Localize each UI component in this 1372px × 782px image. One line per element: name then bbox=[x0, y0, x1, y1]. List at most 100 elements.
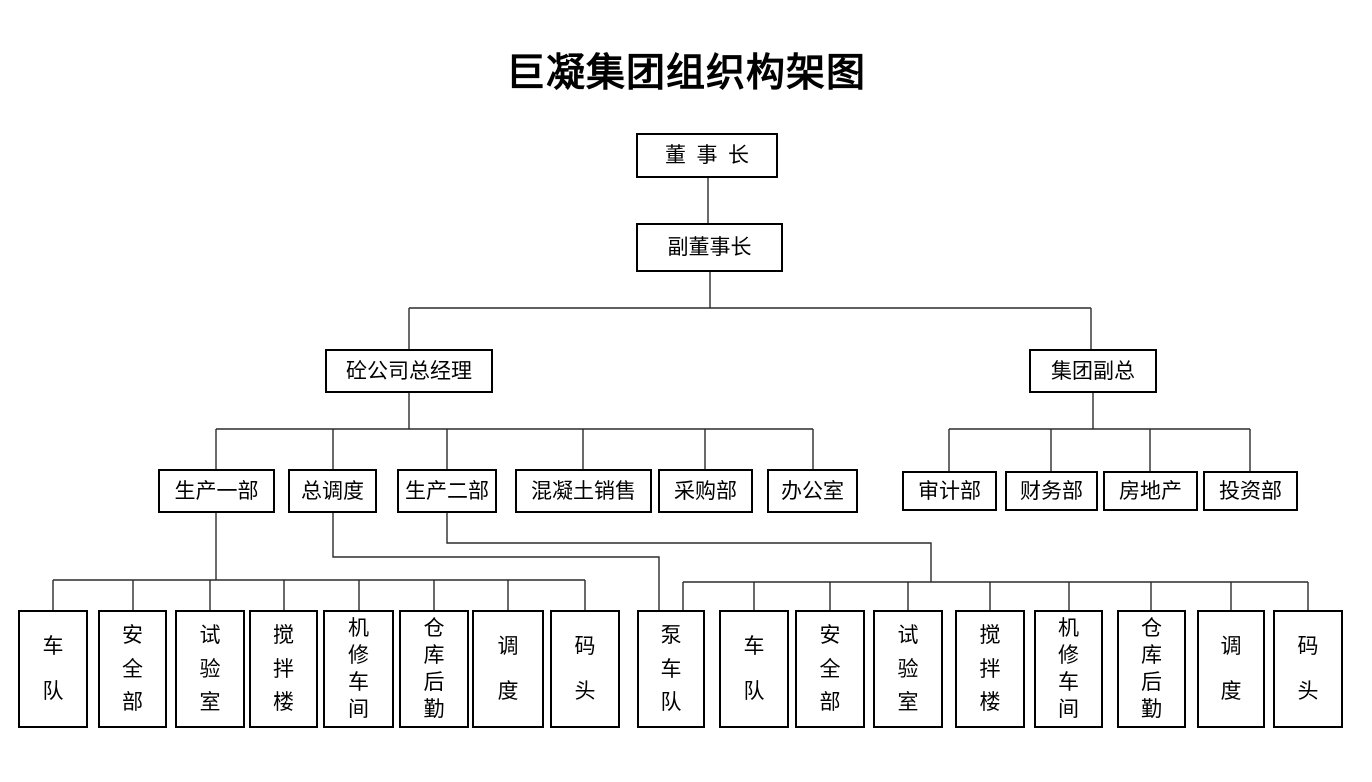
label-char: 部 bbox=[819, 690, 841, 715]
org-node-finance-dept: 财务部 bbox=[1005, 471, 1098, 511]
org-node-label: 安全部 bbox=[100, 612, 165, 726]
label-char: 勤 bbox=[423, 697, 445, 721]
org-node-label: 车队 bbox=[721, 612, 787, 726]
connector bbox=[332, 513, 660, 610]
org-node-safety-dept-1: 安全部 bbox=[98, 610, 167, 728]
label-char: 码 bbox=[574, 634, 596, 658]
org-node-office: 办公室 bbox=[767, 469, 858, 513]
label-char: 全 bbox=[122, 656, 143, 681]
label-char: 机 bbox=[348, 616, 369, 640]
org-node-label: 副董事长 bbox=[667, 235, 752, 259]
org-node-concrete-company-gm: 砼公司总经理 bbox=[325, 349, 493, 393]
org-node-concrete-sales: 混凝土销售 bbox=[515, 469, 652, 513]
org-node-vice-chairman: 副董事长 bbox=[636, 223, 783, 272]
org-node-purchasing-dept: 采购部 bbox=[658, 469, 753, 513]
org-node-label: 仓库后勤 bbox=[1119, 612, 1184, 726]
label-char: 后 bbox=[1141, 670, 1162, 694]
label-char: 车 bbox=[1058, 670, 1079, 694]
label-char: 全 bbox=[819, 656, 841, 681]
label-char: 车 bbox=[348, 670, 369, 694]
label-char: 泵 bbox=[660, 622, 682, 647]
label-char: 间 bbox=[348, 697, 369, 721]
org-node-label: 财务部 bbox=[1020, 478, 1083, 503]
org-node-machine-repair-2: 机修车间 bbox=[1034, 610, 1103, 728]
label-char: 搅 bbox=[979, 622, 1001, 647]
org-node-label: 生产一部 bbox=[174, 478, 259, 503]
org-node-real-estate-dept: 房地产 bbox=[1103, 471, 1198, 511]
org-node-label: 码头 bbox=[552, 612, 618, 726]
org-node-label: 董 事 长 bbox=[665, 143, 749, 167]
label-char: 验 bbox=[199, 656, 221, 681]
label-char: 修 bbox=[348, 643, 369, 667]
org-node-dock-1: 码头 bbox=[550, 610, 620, 728]
org-node-production-dept-1: 生产一部 bbox=[158, 469, 275, 513]
org-node-motorcade-2: 车队 bbox=[719, 610, 789, 728]
org-node-warehouse-logistics-2: 仓库后勤 bbox=[1117, 610, 1186, 728]
org-node-chairman: 董 事 长 bbox=[636, 133, 778, 178]
org-node-dispatch-2: 调度 bbox=[1197, 610, 1265, 728]
label-char: 码 bbox=[1297, 634, 1319, 658]
label-char: 头 bbox=[574, 679, 596, 703]
label-char: 楼 bbox=[273, 690, 294, 715]
org-node-label: 试验室 bbox=[177, 612, 243, 726]
org-node-pump-truck-team: 泵车队 bbox=[637, 610, 705, 728]
label-char: 仓 bbox=[1141, 616, 1162, 640]
label-char: 后 bbox=[423, 670, 445, 694]
org-node-label: 投资部 bbox=[1219, 478, 1282, 503]
org-node-label: 房地产 bbox=[1119, 478, 1182, 503]
org-node-label: 生产二部 bbox=[405, 478, 489, 503]
label-char: 拌 bbox=[273, 656, 294, 681]
org-node-label: 混凝土销售 bbox=[531, 478, 636, 503]
org-node-label: 机修车间 bbox=[325, 612, 392, 726]
label-char: 室 bbox=[199, 690, 221, 715]
label-char: 机 bbox=[1058, 616, 1079, 640]
label-char: 搅 bbox=[273, 622, 294, 647]
org-node-warehouse-logistics-1: 仓库后勤 bbox=[399, 610, 469, 728]
label-char: 验 bbox=[897, 656, 919, 681]
label-char: 度 bbox=[1220, 679, 1242, 703]
org-node-investment-dept: 投资部 bbox=[1203, 471, 1298, 511]
org-node-label: 办公室 bbox=[781, 478, 844, 503]
label-char: 安 bbox=[122, 622, 143, 647]
org-node-label: 采购部 bbox=[674, 478, 737, 503]
org-node-dispatch-1: 调度 bbox=[472, 610, 544, 728]
label-char: 车 bbox=[660, 656, 682, 681]
label-char: 拌 bbox=[979, 656, 1001, 681]
label-char: 间 bbox=[1058, 697, 1079, 721]
org-node-label: 集团副总 bbox=[1051, 358, 1135, 383]
label-char: 试 bbox=[199, 622, 221, 647]
org-node-label: 搅拌楼 bbox=[251, 612, 316, 726]
org-node-label: 调度 bbox=[1199, 612, 1263, 726]
label-char: 车 bbox=[743, 634, 765, 658]
org-node-dock-2: 码头 bbox=[1273, 610, 1343, 728]
org-node-motorcade-1: 车队 bbox=[18, 610, 88, 728]
label-char: 队 bbox=[743, 679, 765, 703]
org-node-label: 总调度 bbox=[301, 478, 364, 503]
label-char: 头 bbox=[1297, 679, 1319, 703]
label-char: 勤 bbox=[1141, 697, 1162, 721]
org-node-test-lab-2: 试验室 bbox=[873, 610, 943, 728]
label-char: 车 bbox=[42, 634, 64, 658]
org-node-label: 仓库后勤 bbox=[401, 612, 467, 726]
label-char: 室 bbox=[897, 690, 919, 715]
connector bbox=[446, 513, 932, 582]
label-char: 库 bbox=[1141, 643, 1162, 667]
org-node-label: 码头 bbox=[1275, 612, 1341, 726]
label-char: 仓 bbox=[423, 616, 445, 640]
org-node-label: 搅拌楼 bbox=[957, 612, 1023, 726]
label-char: 修 bbox=[1058, 643, 1079, 667]
label-char: 楼 bbox=[979, 690, 1001, 715]
label-char: 库 bbox=[423, 643, 445, 667]
label-char: 调 bbox=[1220, 634, 1242, 658]
org-node-label: 车队 bbox=[20, 612, 86, 726]
label-char: 安 bbox=[819, 622, 841, 647]
org-node-group-vp: 集团副总 bbox=[1029, 349, 1157, 393]
org-node-audit-dept: 审计部 bbox=[902, 471, 997, 511]
label-char: 调 bbox=[497, 634, 519, 658]
org-node-chief-dispatch: 总调度 bbox=[288, 469, 377, 513]
org-node-label: 机修车间 bbox=[1036, 612, 1101, 726]
label-char: 队 bbox=[42, 679, 64, 703]
label-char: 队 bbox=[660, 690, 682, 715]
